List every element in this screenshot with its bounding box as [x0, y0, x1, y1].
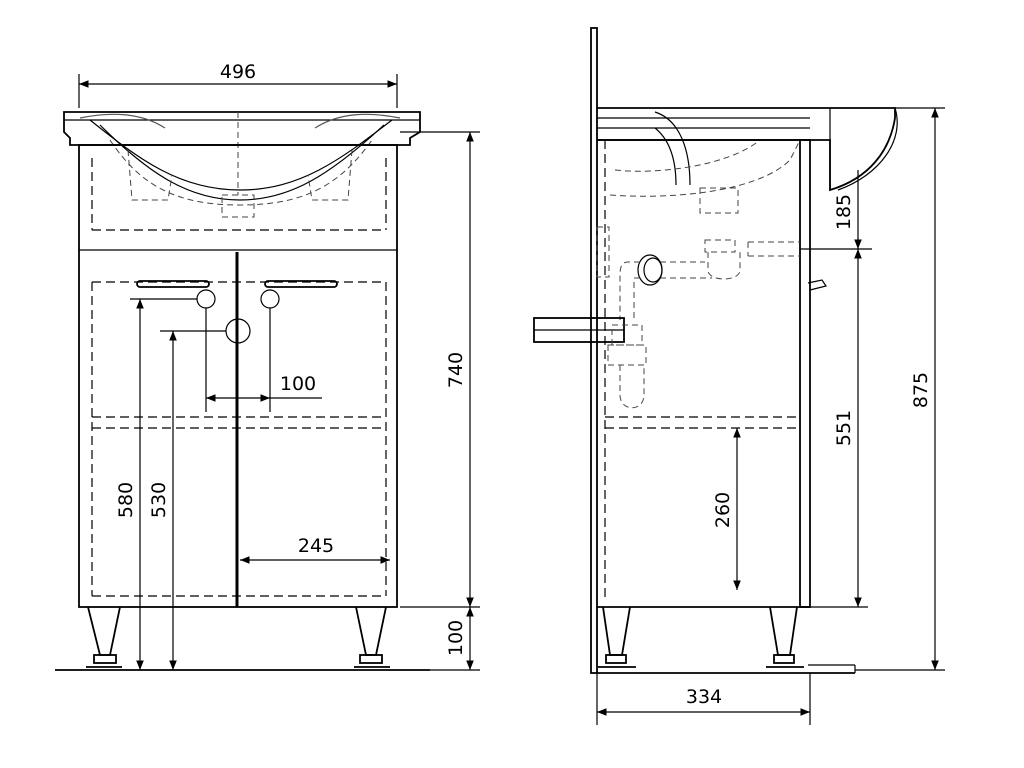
- dim-door-width-label: 245: [298, 535, 334, 557]
- dim-outlet-height-1-label: 580: [115, 482, 137, 518]
- dim-basin-top-height: 875: [855, 107, 945, 671]
- dim-leg-height-label: 100: [445, 620, 467, 656]
- dim-outlet-height-2-label: 530: [148, 482, 170, 518]
- side-legs: [598, 606, 804, 668]
- dim-leg-height: 100: [430, 607, 480, 671]
- dim-shelf-height: 260: [712, 428, 741, 590]
- dim-outlet-height-1: 580: [115, 298, 197, 670]
- side-wall: [590, 27, 598, 674]
- dim-outlet-height-2: 530: [148, 330, 226, 670]
- side-cabinet: [596, 139, 827, 608]
- front-view: 496 740 100 100 245: [55, 61, 480, 671]
- dim-depth-label: 334: [686, 686, 722, 708]
- dim-handle-spacing: 100: [205, 308, 322, 412]
- dim-door-width: 245: [240, 535, 390, 564]
- dim-siphon-height: 551: [810, 249, 868, 608]
- front-legs: [86, 606, 390, 668]
- front-basin: [63, 111, 421, 218]
- dim-shelf-height-label: 260: [712, 492, 734, 528]
- dim-overall-width: 496: [78, 61, 398, 108]
- dim-overall-width-label: 496: [220, 61, 256, 83]
- dim-siphon-offset-label: 185: [833, 194, 855, 230]
- side-siphon: [533, 239, 800, 409]
- dim-siphon-offset: 185: [800, 170, 872, 250]
- side-basin: [597, 107, 898, 214]
- dim-cabinet-height: 740: [400, 131, 480, 608]
- dim-handle-spacing-label: 100: [280, 373, 316, 395]
- dim-depth: 334: [596, 673, 811, 725]
- dim-siphon-height-label: 551: [833, 410, 855, 446]
- dim-basin-top-height-label: 875: [910, 372, 932, 408]
- front-cabinet: [78, 144, 398, 608]
- dim-cabinet-height-label: 740: [445, 352, 467, 388]
- side-view: 334 875 185 551 260: [533, 27, 945, 725]
